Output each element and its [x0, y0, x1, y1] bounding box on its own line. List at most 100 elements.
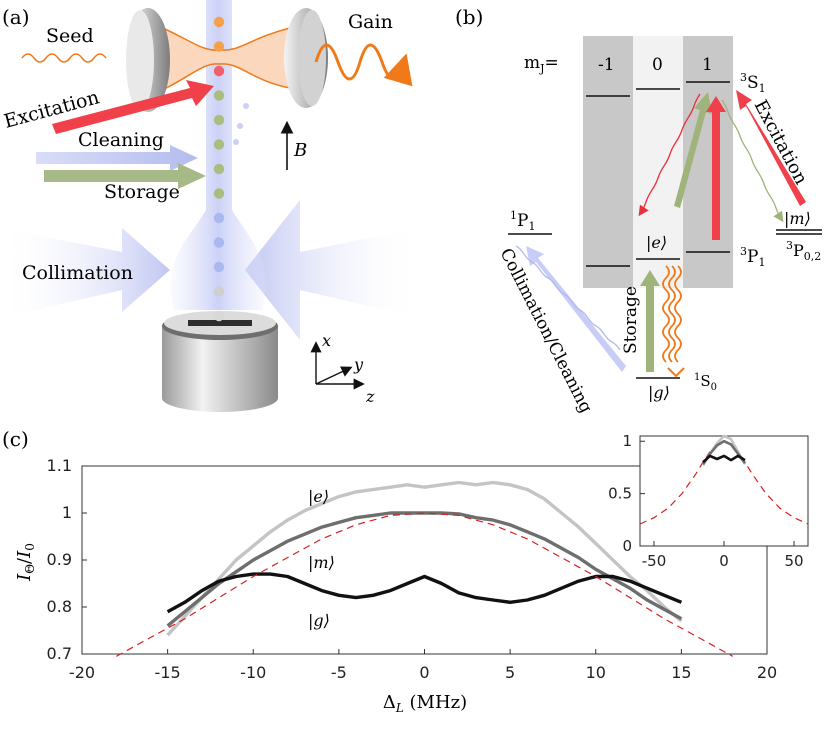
series-label-m: |m⟩ [308, 553, 335, 572]
atom-dot [213, 90, 225, 101]
atom-dot [213, 310, 225, 322]
x-tick-label: 50 [784, 552, 803, 570]
panel-label-a: (a) [2, 5, 30, 29]
x-tick-label: 10 [586, 663, 606, 682]
x-tick-label: -5 [331, 663, 347, 682]
lost-atom-dot [233, 139, 239, 145]
x-tick-label: 0 [419, 663, 429, 682]
storage-arrow [44, 163, 206, 189]
model-fit-line [116, 512, 734, 657]
x-tick-label: 5 [505, 663, 515, 682]
cavity-mirror-left [126, 8, 170, 112]
atom-dot [213, 65, 225, 77]
y-tick-label: 1 [622, 432, 632, 450]
x-tick-label: -50 [642, 552, 667, 570]
atom-dot [213, 286, 225, 297]
collimation-cleaning-wave [515, 245, 621, 351]
x-tick-label: -10 [240, 663, 266, 682]
x-tick-label: -20 [69, 663, 95, 682]
storage-transition-label: Storage [621, 286, 641, 354]
cleaning-arrow [36, 145, 198, 171]
x-tick-label: 20 [757, 663, 777, 682]
level-label-3P02: 3P0,2 [786, 239, 821, 263]
inset-series-line-m [701, 439, 747, 466]
cavity-mirror-right [284, 8, 328, 108]
gain-wave [314, 43, 413, 87]
y-tick-label: 0.7 [47, 644, 72, 663]
atom-dot [213, 16, 225, 28]
axis-z-label: z [365, 387, 375, 406]
inset-plot: -50 0 50 0 0.5 1 [608, 432, 809, 570]
atom-dot [213, 188, 225, 199]
inset-series-line-g [702, 454, 746, 464]
collimation-beam-left [0, 228, 170, 318]
atom-dot [213, 114, 225, 126]
atom-dot [213, 139, 225, 150]
atom-dot [213, 261, 225, 273]
lost-atom-dot [243, 103, 249, 109]
atom-dot [213, 212, 225, 224]
panel-b: (b) mJ= -1 0 1 3S1 3P1 1P1 |m⟩ 3P0,2 |g⟩… [455, 5, 822, 416]
storage-label: Storage [104, 181, 180, 203]
atom-column [213, 16, 225, 322]
cleaning-label: Cleaning [78, 129, 164, 151]
atom-dot [213, 41, 225, 52]
x-tick-label: 0 [719, 552, 729, 570]
ket-e: |e⟩ [646, 233, 667, 252]
y-tick-label: 0.8 [47, 597, 72, 616]
gain-label: Gain [348, 11, 393, 33]
atom-dot [213, 237, 225, 248]
spontaneous-emission-orange [662, 265, 685, 378]
mj-value-0: 0 [652, 55, 663, 75]
storage-transition-arrow [640, 270, 660, 372]
x-tick-label: -15 [155, 663, 181, 682]
panel-label-c: (c) [2, 427, 29, 451]
collimation-label: Collimation [22, 262, 133, 284]
atom-fountain [170, 0, 266, 310]
mj-label: mJ= [524, 53, 559, 75]
mj-column-0 [633, 36, 683, 288]
atom-source-cylinder [162, 311, 278, 412]
main-plot-xlabel: ΔL (MHz) [383, 692, 467, 715]
panel-a: (a) Collimation [0, 0, 420, 412]
lost-atom-dot [237, 123, 243, 129]
level-label-3S1: 3S1 [740, 71, 766, 95]
decay-to-e-wave [638, 93, 701, 217]
x-tick-label: 15 [671, 663, 691, 682]
mj-value-minus1: -1 [598, 55, 615, 75]
excitation-transition-arrow [706, 96, 726, 240]
series-line-g [166, 572, 683, 614]
collimation-cleaning-arrow [526, 246, 626, 372]
series-line-m [166, 511, 683, 628]
coordinate-axes [310, 341, 365, 390]
axis-y-label: y [353, 355, 364, 374]
y-tick-label: 0 [622, 537, 632, 555]
y-tick-label: 0.9 [47, 550, 72, 569]
b-field-label: B [293, 140, 307, 161]
excitation-arrow [52, 80, 214, 134]
level-label-1P1: 1P1 [510, 209, 535, 233]
axis-x-label: x [322, 331, 331, 350]
y-tick-label: 1 [62, 503, 72, 522]
level-label-3P1: 3P1 [740, 245, 765, 269]
panel-label-b: (b) [455, 5, 483, 29]
y-tick-label: 1.1 [47, 456, 72, 475]
ket-g: |g⟩ [648, 383, 670, 402]
level-label-1S0: 1S0 [694, 372, 717, 393]
ket-m: |m⟩ [784, 209, 811, 228]
excitation-from-m-arrow [736, 90, 806, 206]
collimation-beam-right [245, 200, 420, 340]
seed-wave [21, 53, 107, 63]
y-tick-label: 0.5 [608, 485, 632, 503]
series-label-g: |g⟩ [308, 611, 330, 630]
storage-to-3S1-arrow [674, 92, 712, 208]
mj-column-minus1 [583, 36, 633, 288]
main-plot-ylabel: IΘ/I0 [14, 543, 37, 582]
decay-to-m-wave [721, 99, 784, 223]
series-label-e: |e⟩ [308, 487, 329, 506]
mj-value-1: 1 [702, 55, 713, 75]
seed-label: Seed [46, 25, 94, 47]
atom-dot [213, 163, 225, 175]
